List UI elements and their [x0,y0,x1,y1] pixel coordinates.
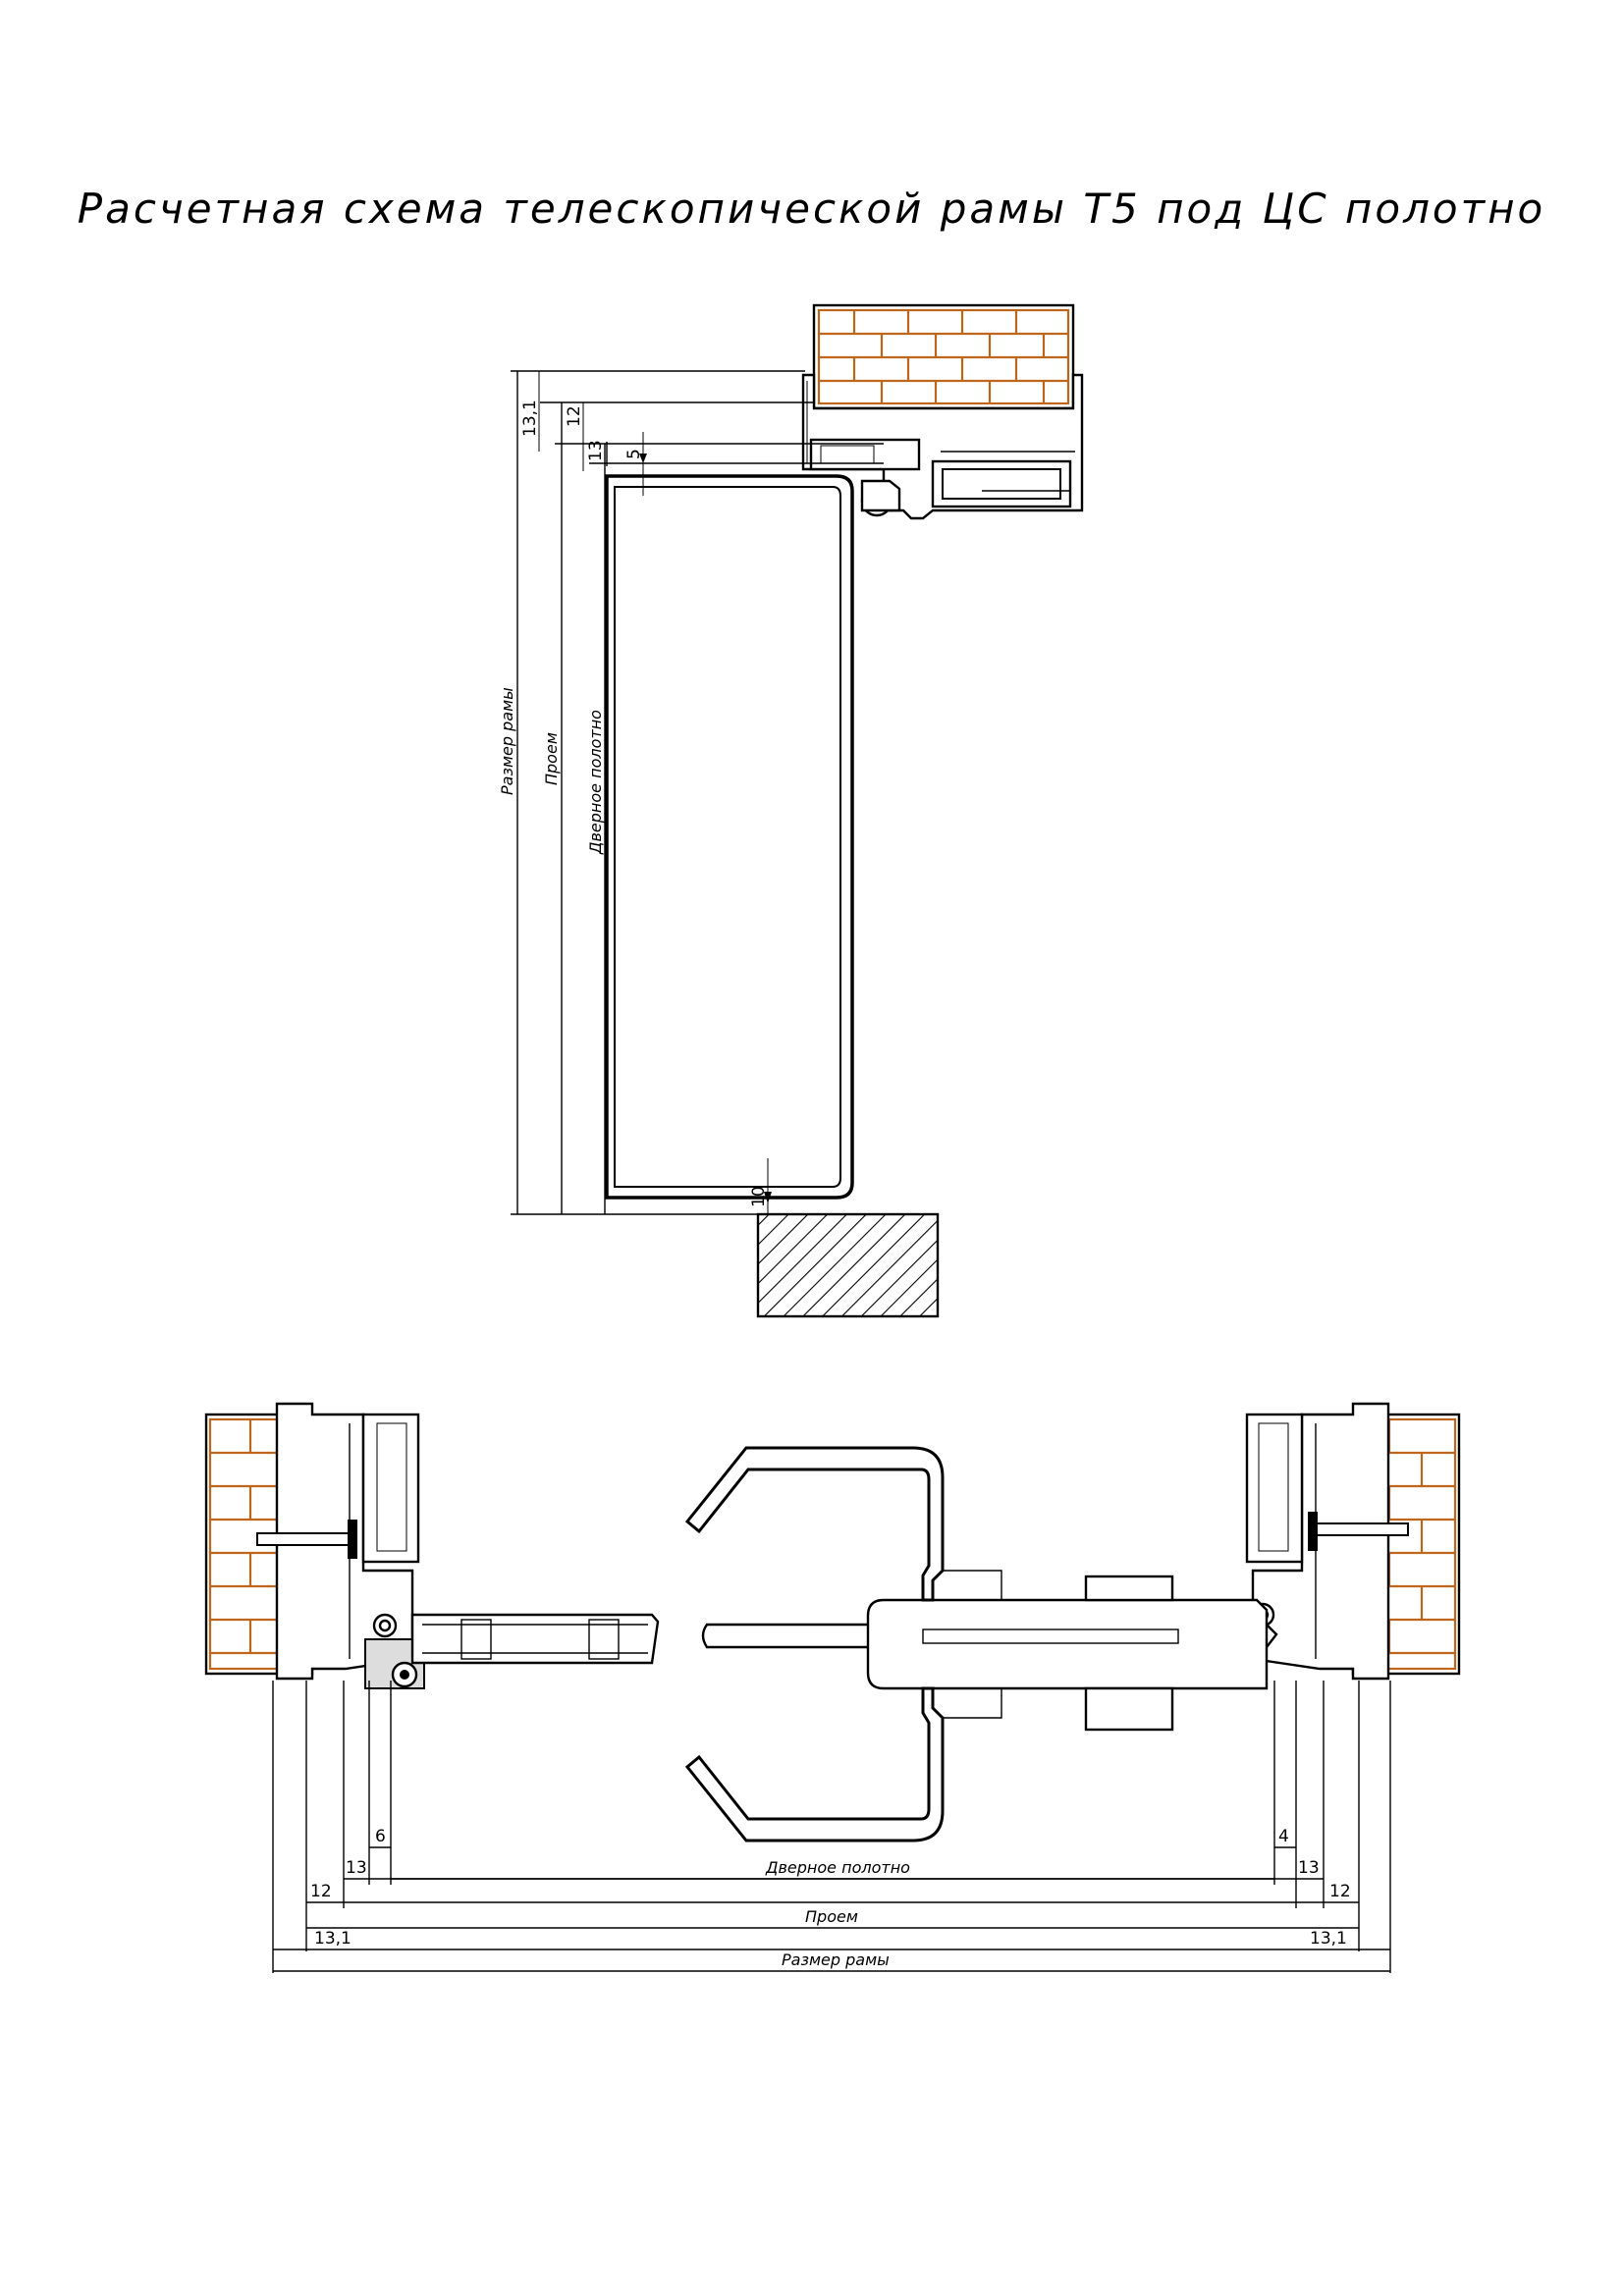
floor-hatched [756,1212,940,1318]
right-jamb-profile [1245,1402,1409,1681]
drawing-title: Расчетная схема телескопической рамы T5 … [77,185,1546,233]
door-leaf-vertical [605,474,854,1200]
horizontal-section: 6 4 13 13 12 12 13,1 13,1 Дверное полотн… [204,1402,1461,1973]
dim-13-1-vertical: 13,1 [520,400,540,437]
label-door-leaf-horizontal: Дверное полотно [765,1858,910,1877]
dim-4-right: 4 [1278,1827,1289,1846]
dim-6-left: 6 [375,1827,386,1846]
dim-12-right: 12 [1329,1882,1351,1901]
label-frame-size-vertical: Размер рамы [498,687,516,795]
dim-13-right: 13 [1298,1858,1320,1878]
left-jamb-profile [256,1402,425,1689]
dim-13-1-right: 13,1 [1310,1929,1347,1949]
door-handle [684,1446,1269,1842]
head-frame-profile [801,373,1084,520]
dim-13-vertical: 13 [586,440,606,461]
dim-10-vertical: 10 [749,1186,769,1207]
label-opening-vertical: Проем [542,732,561,785]
dim-12-vertical: 12 [565,405,584,427]
vertical-dimension-lines [511,370,884,1215]
dim-13-left: 13 [346,1858,367,1878]
label-opening-horizontal: Проем [805,1907,858,1926]
dim-12-left: 12 [310,1882,332,1901]
label-frame-size-horizontal: Размер рамы [782,1950,890,1969]
vertical-section: 13,1 12 13 5 10 Размер рамы Проем Дверно… [498,303,1084,1318]
label-door-leaf-vertical: Дверное полотно [586,710,605,855]
dim-13-1-left: 13,1 [314,1929,352,1949]
horizontal-dimension-lines [272,1681,1391,1973]
top-brick-wall [812,303,1075,410]
dim-5-vertical: 5 [624,449,644,459]
